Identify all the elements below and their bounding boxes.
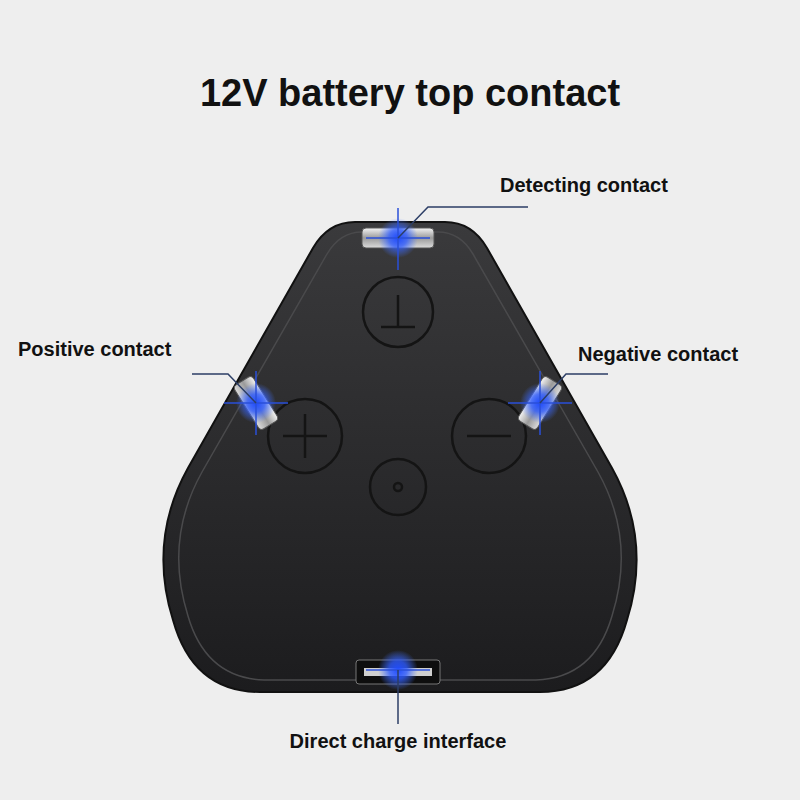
leader-line [192, 374, 256, 403]
callout-label: Positive contact [18, 338, 171, 361]
plus-symbol [268, 399, 342, 473]
leader-line [398, 207, 528, 238]
crosshairs [224, 208, 572, 670]
leader-line [397, 670, 399, 724]
leader-line [540, 374, 608, 403]
detect-symbol [381, 326, 415, 329]
plus-symbol [283, 435, 327, 438]
crosshair [397, 208, 399, 270]
battery-top [163, 222, 636, 692]
callout-label: Detecting contact [500, 174, 668, 197]
center-dot [394, 483, 402, 491]
detect-symbol [363, 277, 433, 347]
leader-lines [192, 207, 608, 724]
minus-symbol [467, 435, 511, 438]
detect-symbol [397, 295, 400, 326]
center-symbol [370, 459, 426, 515]
minus-symbol [452, 399, 526, 473]
page-title: 12V battery top contact [200, 72, 620, 115]
embossed-symbols [268, 277, 526, 515]
battery-edge-highlight [179, 232, 622, 680]
callout-label: Direct charge interface [290, 730, 507, 753]
callout-label: Negative contact [578, 343, 738, 366]
contact-highlights [236, 218, 560, 690]
